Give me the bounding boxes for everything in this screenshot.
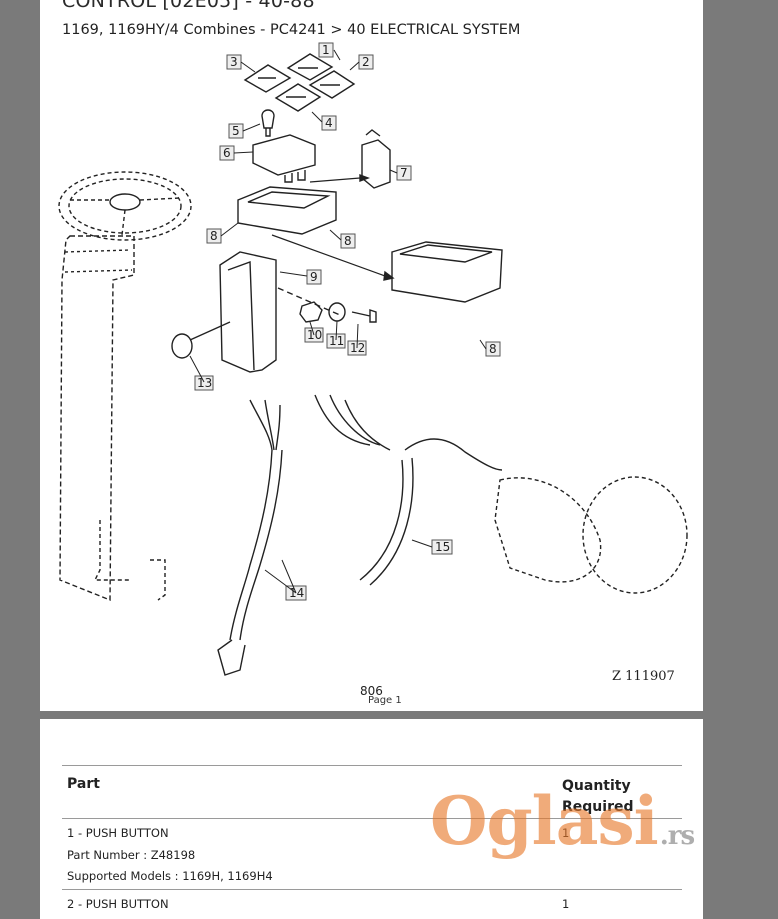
callout-8c: 8 — [485, 341, 501, 357]
site-watermark: Oglasi.rs — [430, 782, 695, 860]
column-header-quantity-line2: Required — [562, 799, 634, 815]
svg-text:1: 1 — [322, 43, 330, 57]
svg-text:14: 14 — [289, 586, 304, 600]
table-row: 1 - PUSH BUTTON Part Number : Z48198 Sup… — [62, 819, 682, 889]
callout-15: 15 — [431, 539, 453, 555]
callout-7: 7 — [396, 165, 412, 181]
document-page-2: Part Quantity Required 1 - PUSH BUTTON P… — [40, 719, 703, 919]
steering-column — [59, 235, 135, 602]
figure-code: Z 111907 — [612, 669, 675, 684]
column-header-part: Part — [67, 776, 100, 792]
motor-assembly — [494, 477, 602, 583]
quantity: 1 — [562, 897, 570, 911]
console-housing-spare — [391, 241, 503, 303]
svg-text:9: 9 — [310, 270, 318, 284]
svg-text:11: 11 — [329, 334, 344, 348]
svg-text:5: 5 — [232, 124, 240, 138]
svg-text:7: 7 — [400, 166, 408, 180]
page-label: Page 1 — [368, 695, 402, 706]
push-button-group — [243, 53, 356, 112]
wiring-harness — [217, 394, 391, 676]
parts-table: Part Quantity Required 1 - PUSH BUTTON P… — [62, 765, 682, 919]
callout-6: 6 — [219, 145, 235, 161]
page-number: 806 — [360, 684, 383, 698]
svg-text:15: 15 — [435, 540, 450, 554]
column-header-quantity-line1: Quantity — [562, 778, 631, 794]
callout-5: 5 — [228, 123, 244, 139]
watermark-suffix: .rs — [659, 821, 695, 851]
svg-text:8: 8 — [344, 234, 352, 248]
svg-text:6: 6 — [223, 146, 231, 160]
svg-text:13: 13 — [197, 376, 212, 390]
grommet — [171, 333, 193, 359]
screw — [351, 309, 377, 323]
callout-3: 3 — [226, 54, 242, 70]
svg-text:8: 8 — [210, 229, 218, 243]
column-header-quantity: Quantity Required — [562, 776, 652, 818]
console-housing — [237, 186, 337, 235]
page-title: CONTROL [02E05] - 40-88 — [62, 0, 315, 12]
svg-text:10: 10 — [307, 328, 322, 342]
svg-text:8: 8 — [489, 342, 497, 356]
switch-body — [252, 134, 316, 176]
quantity: 1 — [562, 826, 570, 840]
svg-text:2: 2 — [362, 55, 370, 69]
svg-text:12: 12 — [350, 341, 365, 355]
callout-4: 4 — [321, 115, 337, 131]
part-name: 2 - PUSH BUTTON — [67, 897, 169, 911]
svg-text:3: 3 — [230, 55, 238, 69]
callout-2: 2 — [358, 54, 374, 70]
callout-11: 11 — [326, 333, 346, 349]
table-top-rule — [62, 765, 682, 766]
washer — [328, 302, 346, 322]
part-name: 1 - PUSH BUTTON — [67, 826, 169, 840]
nut — [299, 301, 323, 323]
table-row: 2 - PUSH BUTTON 1 — [62, 890, 682, 919]
table-header: Part Quantity Required — [62, 766, 682, 818]
supported-models: Supported Models : 1169H, 1169H4 — [67, 869, 273, 883]
callout-8b: 8 — [340, 233, 356, 249]
part-number: Part Number : Z48198 — [67, 848, 196, 862]
bulb — [261, 109, 275, 137]
page-subtitle: 1169, 1169HY/4 Combines - PC4241 > 40 EL… — [62, 22, 521, 38]
callout-1: 1 — [318, 42, 334, 58]
steering-wheel — [58, 171, 192, 241]
row-rule — [62, 889, 682, 890]
watermark-text: Oglasi — [430, 782, 659, 860]
callout-13: 13 — [194, 375, 214, 391]
table-header-rule — [62, 818, 682, 819]
document-page-1: CONTROL [02E05] - 40-88 1169, 1169HY/4 C… — [40, 0, 703, 711]
callout-9: 9 — [306, 269, 322, 285]
mounting-bracket — [219, 251, 277, 373]
sensor-cable — [359, 438, 503, 586]
svg-text:4: 4 — [325, 116, 333, 130]
exploded-parts-diagram: 1 2 3 4 5 6 7 8 8 9 10 11 12 13 14 15 8 … — [58, 42, 688, 684]
callout-8a: 8 — [206, 228, 222, 244]
